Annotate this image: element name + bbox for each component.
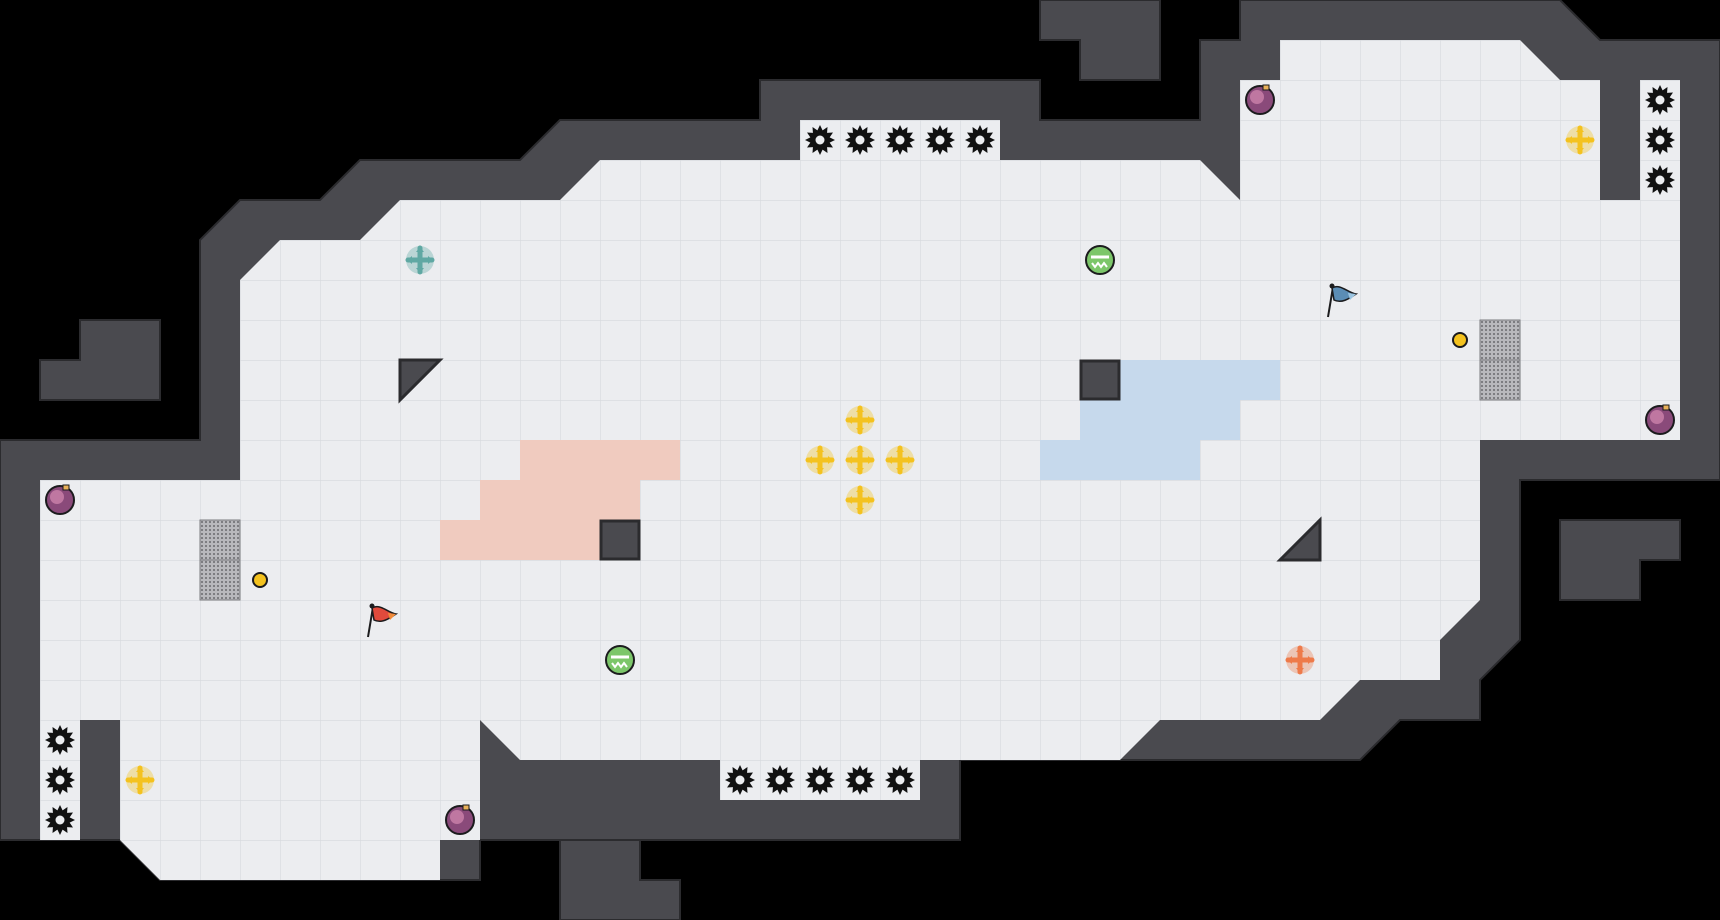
teal-boost-icon <box>405 245 435 275</box>
grate-tile <box>1479 359 1521 401</box>
spike-icon <box>45 805 75 835</box>
spike-icon <box>765 765 795 795</box>
red-boost-icon <box>1285 645 1315 675</box>
spike-icon <box>845 125 875 155</box>
boost-icon <box>845 405 875 435</box>
diagonal-wall <box>1276 516 1322 562</box>
spike-icon <box>965 125 995 155</box>
spike-icon <box>1645 85 1675 115</box>
boost-icon <box>805 445 835 475</box>
spike-icon <box>885 765 915 795</box>
entities <box>45 84 1675 835</box>
bomb-icon <box>252 572 268 588</box>
bomb-icon <box>1452 332 1468 348</box>
wall-block <box>1079 359 1121 401</box>
wall-block <box>599 519 641 561</box>
diagonal-wall <box>398 358 444 404</box>
spike-icon <box>1645 125 1675 155</box>
powerup-orb-icon <box>1645 404 1675 435</box>
boost-icon <box>885 445 915 475</box>
blue-zone <box>1040 360 1280 480</box>
spike-icon <box>805 765 835 795</box>
red-zone <box>440 440 680 560</box>
outer-wall-pieces <box>39 0 1681 920</box>
boost-icon <box>1565 125 1595 155</box>
gate-button-icon <box>1085 245 1115 275</box>
gate-button-icon <box>605 645 635 675</box>
spike-icon <box>1645 165 1675 195</box>
boost-icon <box>845 485 875 515</box>
powerup-orb-icon <box>1245 84 1275 115</box>
spike-icon <box>885 125 915 155</box>
powerup-orb-icon <box>45 484 75 515</box>
powerup-orb-icon <box>445 804 475 835</box>
spike-icon <box>725 765 755 795</box>
boost-icon <box>125 765 155 795</box>
spike-icon <box>45 765 75 795</box>
red-flag-icon <box>367 603 399 638</box>
grate-tile <box>199 519 241 561</box>
team-zones <box>440 360 1280 560</box>
spike-icon <box>45 725 75 755</box>
spike-icon <box>845 765 875 795</box>
spike-icon <box>925 125 955 155</box>
blue-flag-icon <box>1327 283 1359 318</box>
grate-tile <box>1479 319 1521 361</box>
grate-tile <box>199 559 241 601</box>
spike-icon <box>805 125 835 155</box>
boost-icon <box>845 445 875 475</box>
